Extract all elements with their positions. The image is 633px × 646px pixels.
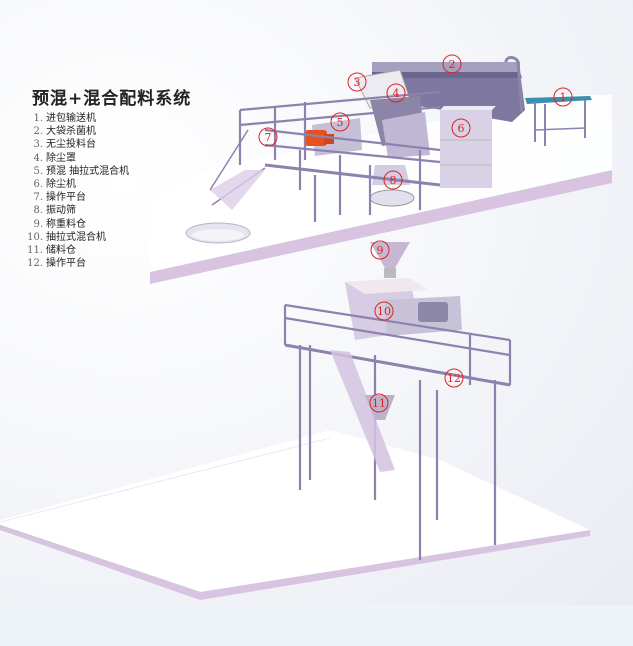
svg-text:1: 1 <box>560 91 567 104</box>
callout-7 <box>258 127 278 147</box>
callout-9 <box>370 240 390 260</box>
svg-text:6: 6 <box>458 122 465 135</box>
upper-stairs <box>210 170 265 210</box>
weighing-hopper <box>370 242 410 278</box>
callout-1 <box>553 87 573 107</box>
svg-text:8: 8 <box>390 174 397 187</box>
svg-text:7: 7 <box>265 131 272 144</box>
callout-3 <box>347 72 367 92</box>
legend-item: 7.操作平台 <box>33 192 86 204</box>
legend-item: 9.称重料仓 <box>33 218 86 230</box>
callout-12 <box>444 368 464 388</box>
callouts <box>258 54 573 413</box>
callout-labels: 1 2 3 4 5 6 7 8 9 10 11 12 <box>265 58 567 410</box>
legend-item: 2.大袋杀菌机 <box>33 126 96 138</box>
dust-free-feeding-station <box>354 69 430 158</box>
background-strip <box>0 605 633 646</box>
callout-11 <box>369 393 389 413</box>
callout-4 <box>386 83 406 103</box>
legend-item: 10.抽拉式混合机 <box>27 231 106 243</box>
lower-stairs <box>330 350 395 472</box>
svg-text:12: 12 <box>447 372 461 385</box>
legend: 1.进包输送机 2.大袋杀菌机 3.无尘投料台 4.除尘罩 5.预混 抽拉式混合… <box>27 112 129 270</box>
ribbon-mixer <box>345 278 462 340</box>
legend-item: 12.操作平台 <box>27 258 86 270</box>
legend-item: 1.进包输送机 <box>33 113 96 124</box>
callout-5 <box>330 112 350 132</box>
lower-platform <box>283 303 512 560</box>
svg-text:5: 5 <box>337 116 344 129</box>
infeed-conveyor <box>525 96 592 146</box>
legend-item: 3.无尘投料台 <box>33 139 96 151</box>
dust-collector <box>440 106 496 188</box>
svg-text:10: 10 <box>377 305 391 318</box>
callout-6 <box>451 118 471 138</box>
callout-10 <box>374 301 394 321</box>
svg-text:4: 4 <box>393 87 400 100</box>
diagram-title: 预混+混合配料系统 <box>32 89 192 109</box>
callout-8 <box>383 170 403 190</box>
svg-text:3: 3 <box>354 76 361 89</box>
callout-2 <box>442 54 462 74</box>
svg-text:9: 9 <box>377 244 384 257</box>
svg-text:11: 11 <box>372 397 386 410</box>
premix-mixer <box>305 118 362 156</box>
legend-item: 11.储料仓 <box>27 245 76 257</box>
legend-item: 5.预混 抽拉式混合机 <box>33 165 130 177</box>
svg-text:2: 2 <box>449 58 456 71</box>
legend-item: 8.振动筛 <box>33 205 76 217</box>
lower-floor <box>0 430 590 600</box>
legend-item: 6.除尘机 <box>33 179 76 191</box>
legend-item: 4.除尘罩 <box>33 152 76 164</box>
